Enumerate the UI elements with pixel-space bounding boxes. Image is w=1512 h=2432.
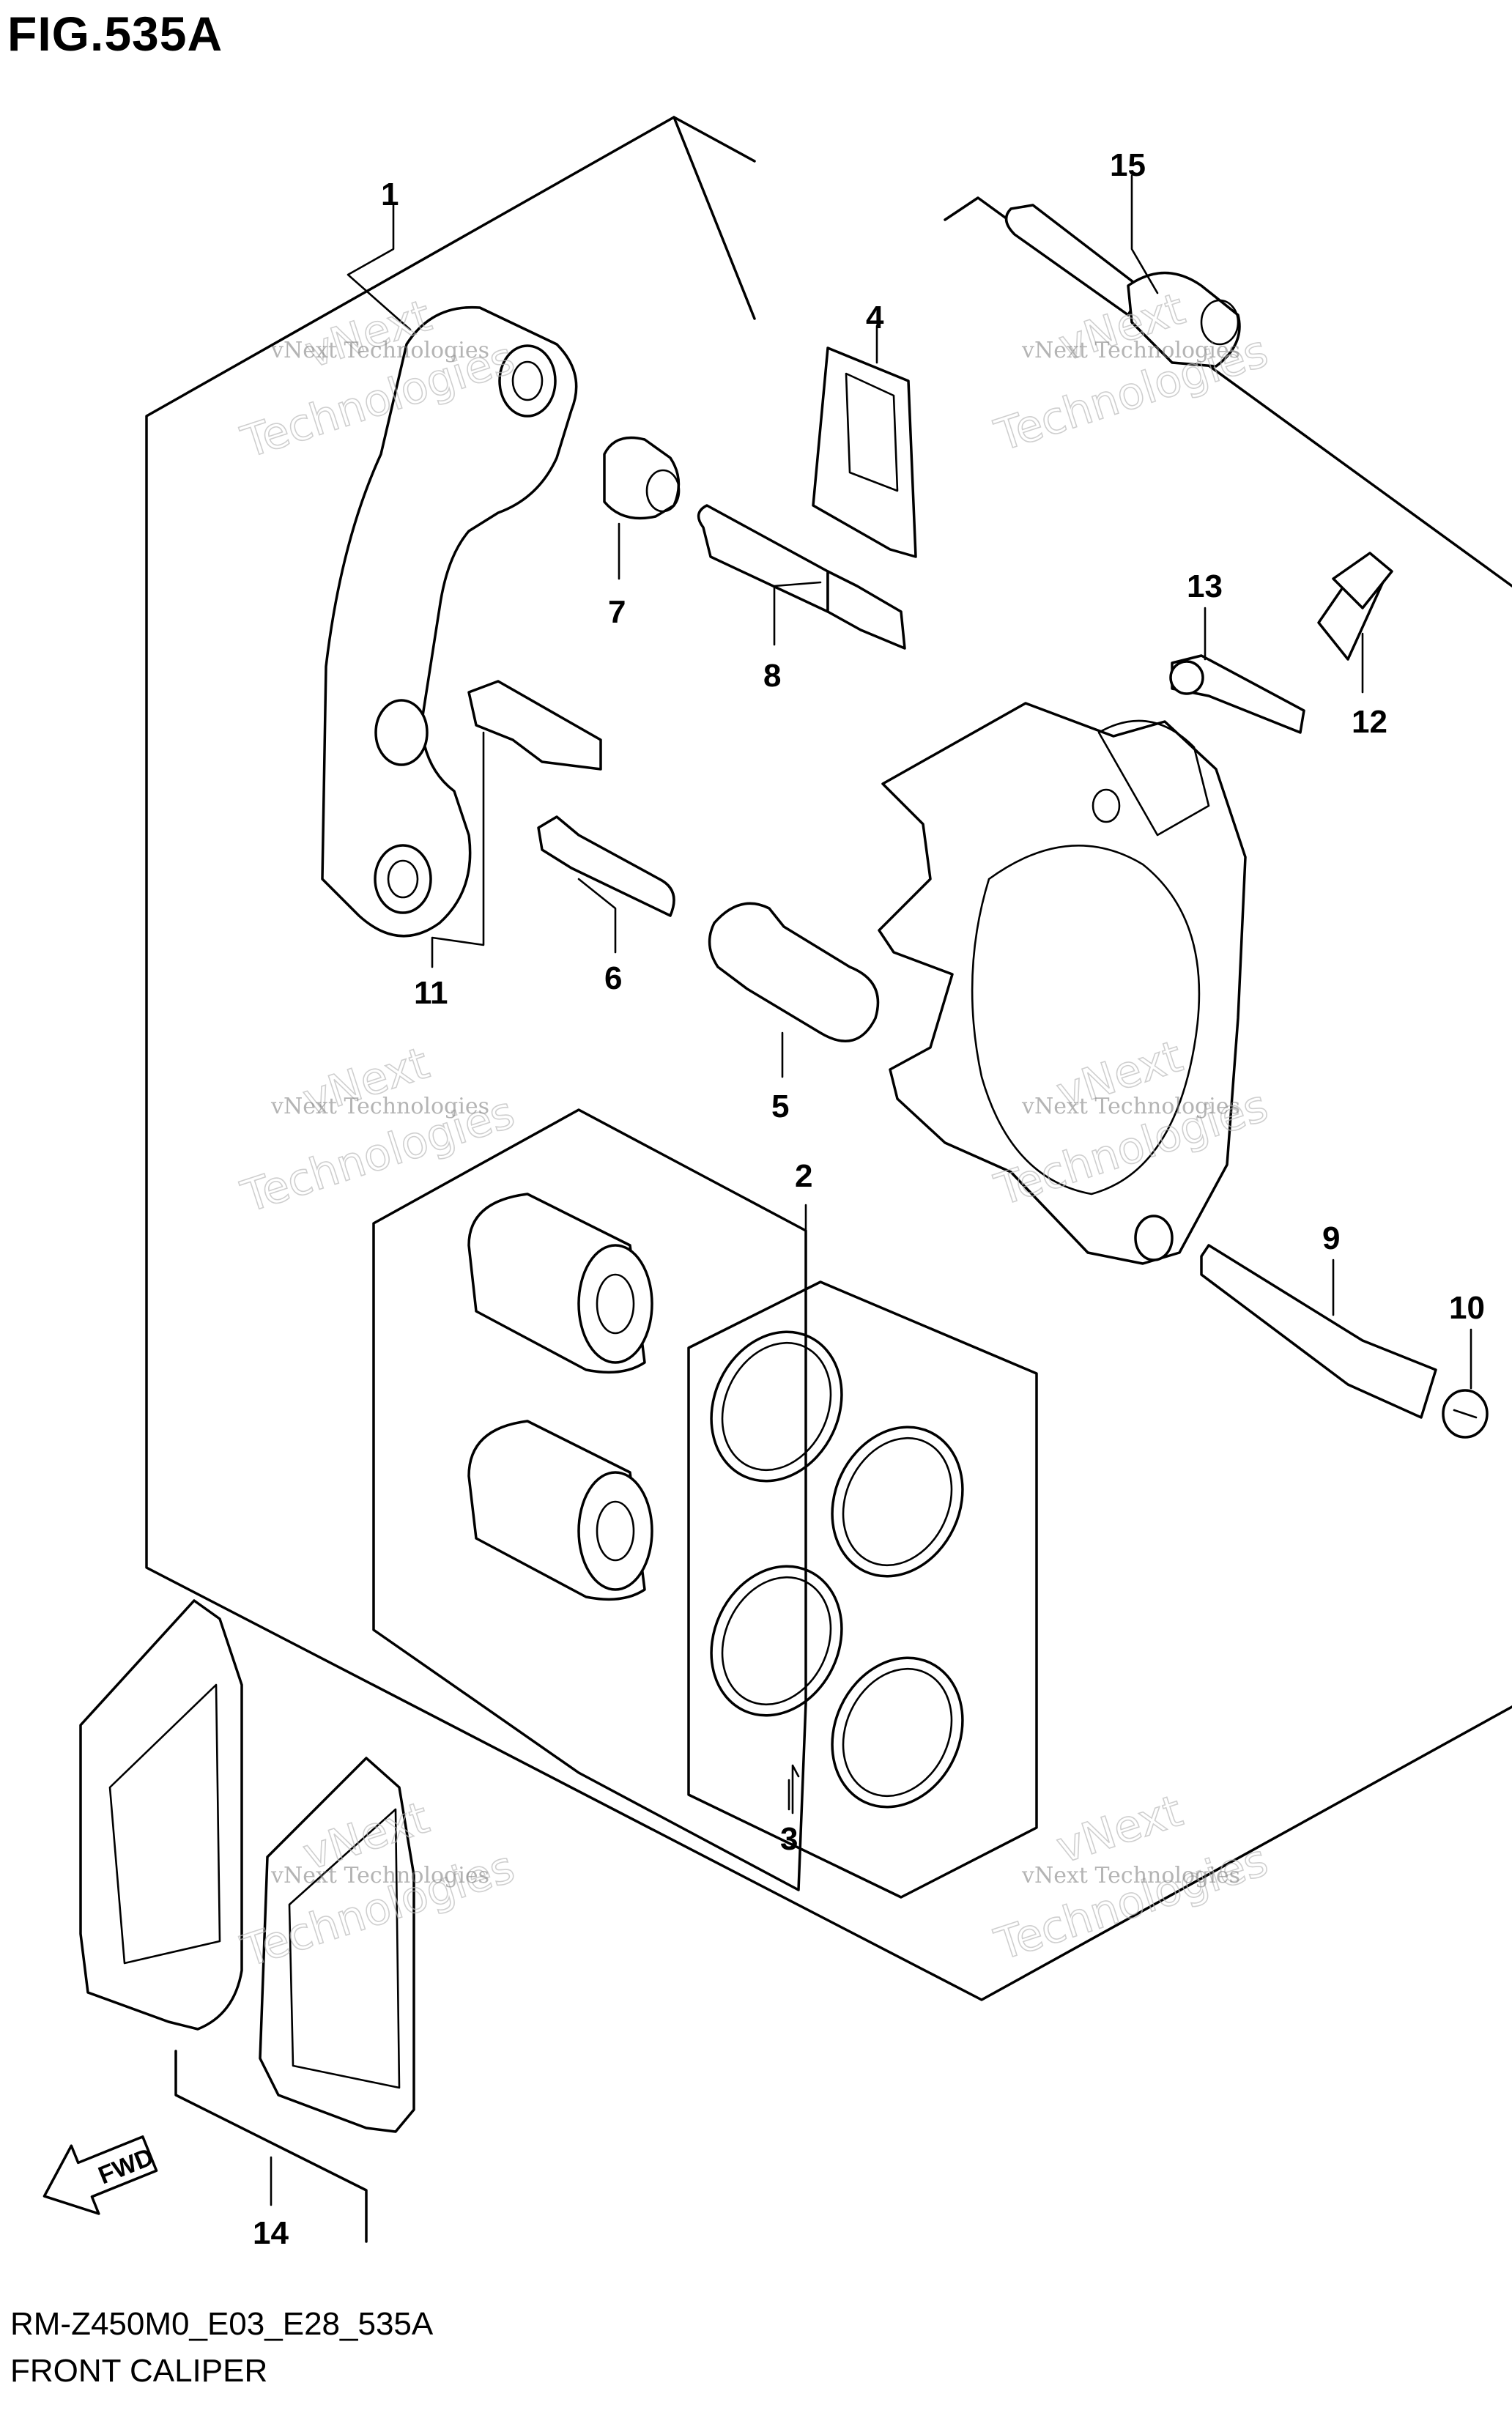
- watermark-text: vNext Technologies: [270, 338, 489, 363]
- callout-3: 3: [780, 1821, 798, 1857]
- boot-part-7: [603, 436, 681, 520]
- pistons: [467, 1193, 653, 1601]
- callout-11: 11: [414, 975, 448, 1011]
- plug-10: [1442, 1389, 1489, 1439]
- brake-pads: [79, 1599, 415, 2243]
- slide-pin-9: [1200, 1244, 1437, 1419]
- svg-text:vNext Technologies: vNext Technologies: [1021, 338, 1240, 363]
- seal-box: [687, 1280, 1038, 1899]
- caliper-body: [878, 702, 1247, 1265]
- bleeder-12: [1317, 552, 1393, 661]
- svg-text:Technologies: Technologies: [989, 1834, 1274, 1971]
- callout-4: 4: [866, 300, 884, 335]
- svg-text:vNext: vNext: [1050, 1785, 1188, 1874]
- seals: [710, 1330, 964, 1809]
- callout-6: 6: [604, 960, 622, 996]
- callout-7: 7: [608, 594, 626, 630]
- caliper-bracket: [321, 305, 578, 938]
- assembly-outline: [944, 196, 1512, 587]
- pin-bolt-5: [708, 902, 880, 1042]
- callout-13: 13: [1187, 568, 1223, 604]
- leader-lines: [270, 174, 1472, 2206]
- callout-5: 5: [771, 1089, 789, 1124]
- fwd-arrow: FWD: [42, 2135, 158, 2215]
- pin-6: [537, 815, 675, 917]
- svg-text:vNext Technologies: vNext Technologies: [1021, 1863, 1240, 1888]
- callout-10: 10: [1449, 1290, 1485, 1326]
- cap-13: [1169, 654, 1305, 734]
- callout-12: 12: [1352, 704, 1387, 740]
- callout-8: 8: [763, 658, 781, 694]
- callout-labels: 1 2 3 4 5 6 7 8 9 10 11 12 13 14 15: [253, 147, 1485, 2251]
- bolt-15: [1004, 204, 1241, 368]
- svg-text:vNext Technologies: vNext Technologies: [270, 1094, 489, 1119]
- svg-text:vNext Technologies: vNext Technologies: [1021, 1094, 1240, 1119]
- figure-name: FRONT CALIPER: [10, 2353, 268, 2389]
- assembly-outline-left: [145, 116, 1512, 2001]
- retainer-11: [467, 680, 602, 771]
- figure-title: FIG.535A: [7, 7, 223, 61]
- callout-1: 1: [381, 177, 399, 212]
- callout-15: 15: [1110, 147, 1146, 183]
- callout-9: 9: [1322, 1220, 1340, 1256]
- pad-spring-4: [812, 346, 917, 558]
- figure-code: RM-Z450M0_E03_E28_535A: [10, 2306, 434, 2342]
- callout-2: 2: [795, 1158, 812, 1194]
- piston-box: [372, 1108, 807, 1891]
- svg-text:vNext Technologies: vNext Technologies: [270, 1863, 489, 1888]
- callout-14: 14: [253, 2215, 289, 2251]
